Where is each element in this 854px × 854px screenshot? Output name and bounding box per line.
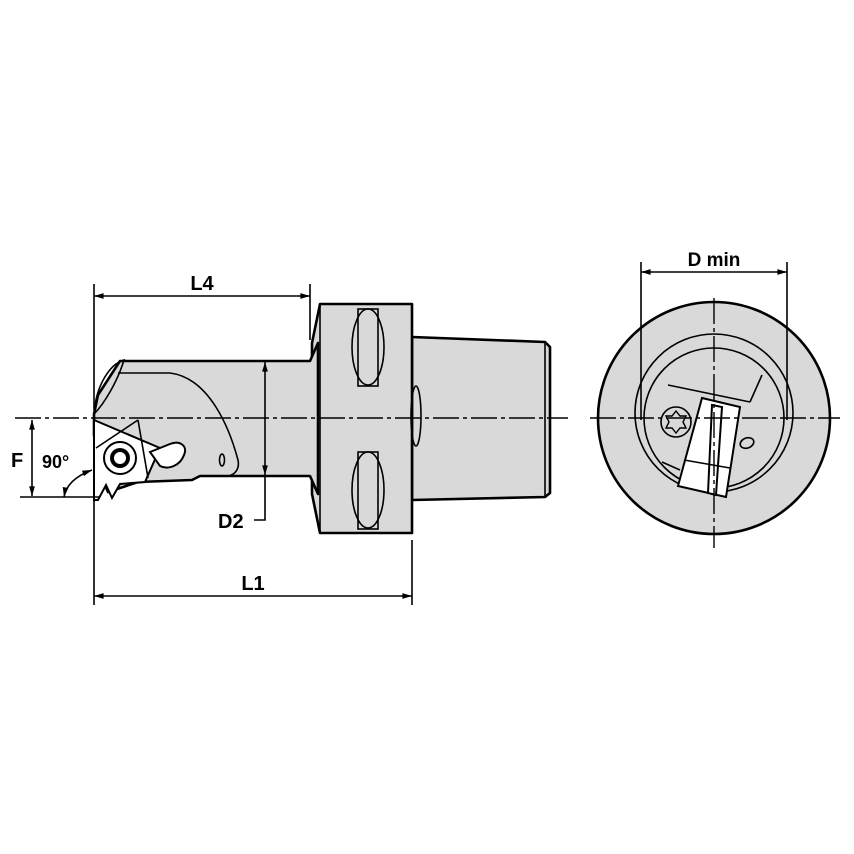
dim-angle-label: 90° xyxy=(42,452,69,472)
coolant-port xyxy=(410,385,422,447)
dim-l4-label: L4 xyxy=(190,273,214,295)
side-view: L4 D2 L1 F 90° xyxy=(11,273,568,605)
torx-screw-icon xyxy=(664,409,688,435)
dim-l1-label: L1 xyxy=(241,573,264,595)
dim-f-label: F xyxy=(11,450,23,472)
dim-d2-label: D2 xyxy=(218,511,244,533)
end-insert xyxy=(676,396,742,499)
dim-dmin-label: D min xyxy=(688,250,741,271)
flange-slot-top xyxy=(351,308,385,387)
flange-slot-bottom xyxy=(351,451,385,530)
end-view: D min xyxy=(590,250,840,548)
